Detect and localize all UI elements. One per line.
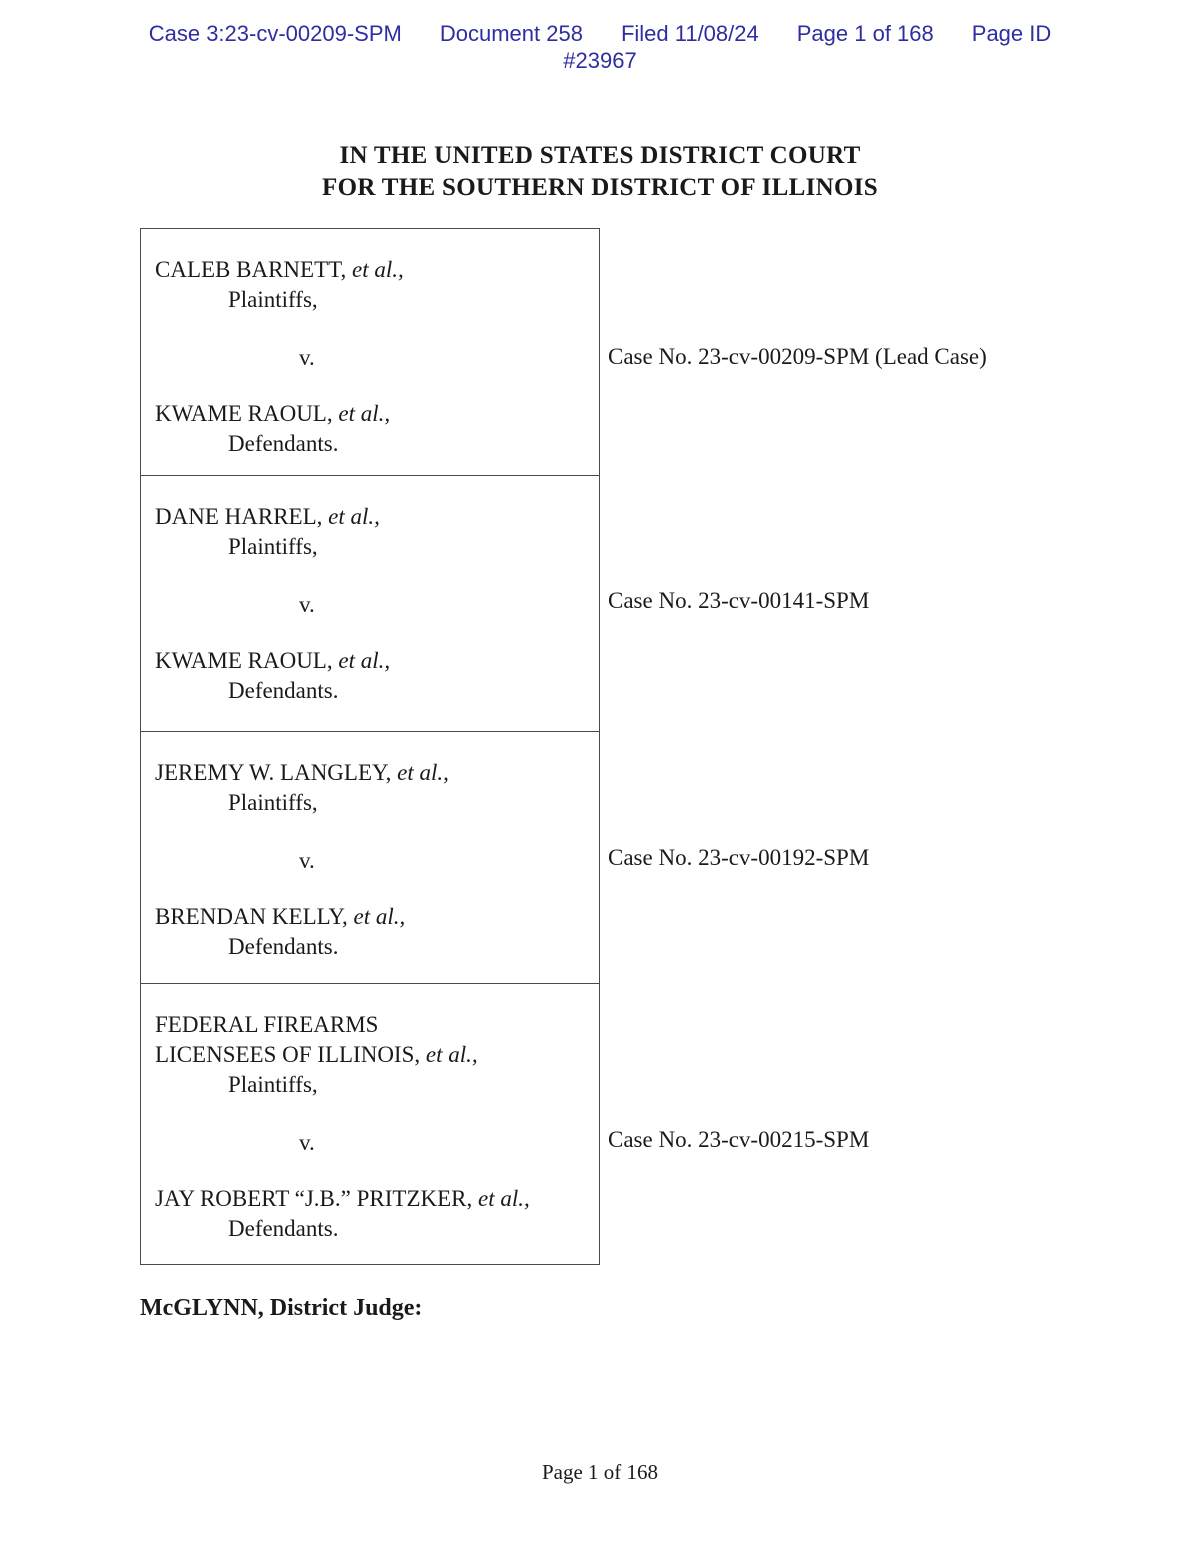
case-number-harrel: Case No. 23-cv-00141-SPM <box>608 588 870 613</box>
defendant-role: Defendants. <box>228 431 339 456</box>
case-block-langley: JEREMY W. LANGLEY, et al., Plaintiffs, v… <box>141 731 599 983</box>
header-document-number: Document 258 <box>439 21 583 46</box>
case-number-ffl: Case No. 23-cv-00215-SPM <box>608 1127 870 1152</box>
plaintiff-role: Plaintiffs, <box>228 287 318 312</box>
defendant-role: Defendants. <box>228 677 339 703</box>
case-block-ffl: FEDERAL FIREARMS LICENSEES OF ILLINOIS, … <box>141 982 599 1264</box>
plaintiff-name: CALEB BARNETT, et al., <box>155 257 404 282</box>
court-title-line2: FOR THE SOUTHERN DISTRICT OF ILLINOIS <box>322 174 878 201</box>
plaintiff-name-line1: FEDERAL FIREARMS <box>155 1011 379 1037</box>
defendant-role: Defendants. <box>228 934 339 960</box>
plaintiff-name: LICENSEES OF ILLINOIS, et al., <box>155 1041 478 1067</box>
case-number-lead: Case No. 23-cv-00209-SPM (Lead Case) <box>608 344 987 369</box>
case-block-barnett: CALEB BARNETT, et al., Plaintiffs, v. KW… <box>141 229 599 475</box>
page-footer: Page 1 of 168 <box>541 1460 659 1484</box>
court-title-line1: IN THE UNITED STATES DISTRICT COURT <box>339 142 861 169</box>
plaintiff-role: Plaintiffs, <box>228 790 318 816</box>
header-case-number: Case 3:23-cv-00209-SPM <box>148 21 402 46</box>
plaintiff-role: Plaintiffs, <box>228 1071 318 1097</box>
versus-label: v. <box>299 848 315 874</box>
defendant-name: JAY ROBERT “J.B.” PRITZKER, et al., <box>155 1185 530 1211</box>
pacer-header-line1: Case 3:23-cv-00209-SPM Document 258 File… <box>149 20 1052 47</box>
case-number-langley: Case No. 23-cv-00192-SPM <box>608 845 870 870</box>
header-page-id-value: #23967 <box>563 48 637 73</box>
header-page-id-label: Page ID <box>971 21 1052 46</box>
plaintiff-name: JEREMY W. LANGLEY, et al., <box>155 760 449 786</box>
plaintiff-name: DANE HARREL, et al., <box>155 503 380 529</box>
versus-label: v. <box>299 1129 315 1155</box>
versus-label: v. <box>299 345 315 370</box>
plaintiff-role: Plaintiffs, <box>228 533 318 559</box>
versus-label: v. <box>299 591 315 617</box>
header-page-count: Page 1 of 168 <box>796 21 934 46</box>
judge-line: McGLYNN, District Judge: <box>140 1295 423 1321</box>
defendant-name: KWAME RAOUL, et al., <box>155 401 391 426</box>
pacer-header: Case 3:23-cv-00209-SPM Document 258 File… <box>0 20 1200 74</box>
defendant-role: Defendants. <box>228 1215 339 1241</box>
header-filed-date: Filed 11/08/24 <box>620 21 759 46</box>
defendant-name: BRENDAN KELLY, et al., <box>155 904 406 930</box>
caption-box: CALEB BARNETT, et al., Plaintiffs, v. KW… <box>140 228 600 1265</box>
court-title: IN THE UNITED STATES DISTRICT COURT FOR … <box>0 140 1200 204</box>
case-block-harrel: DANE HARREL, et al., Plaintiffs, v. KWAM… <box>141 474 599 732</box>
defendant-name: KWAME RAOUL, et al., <box>155 647 391 673</box>
